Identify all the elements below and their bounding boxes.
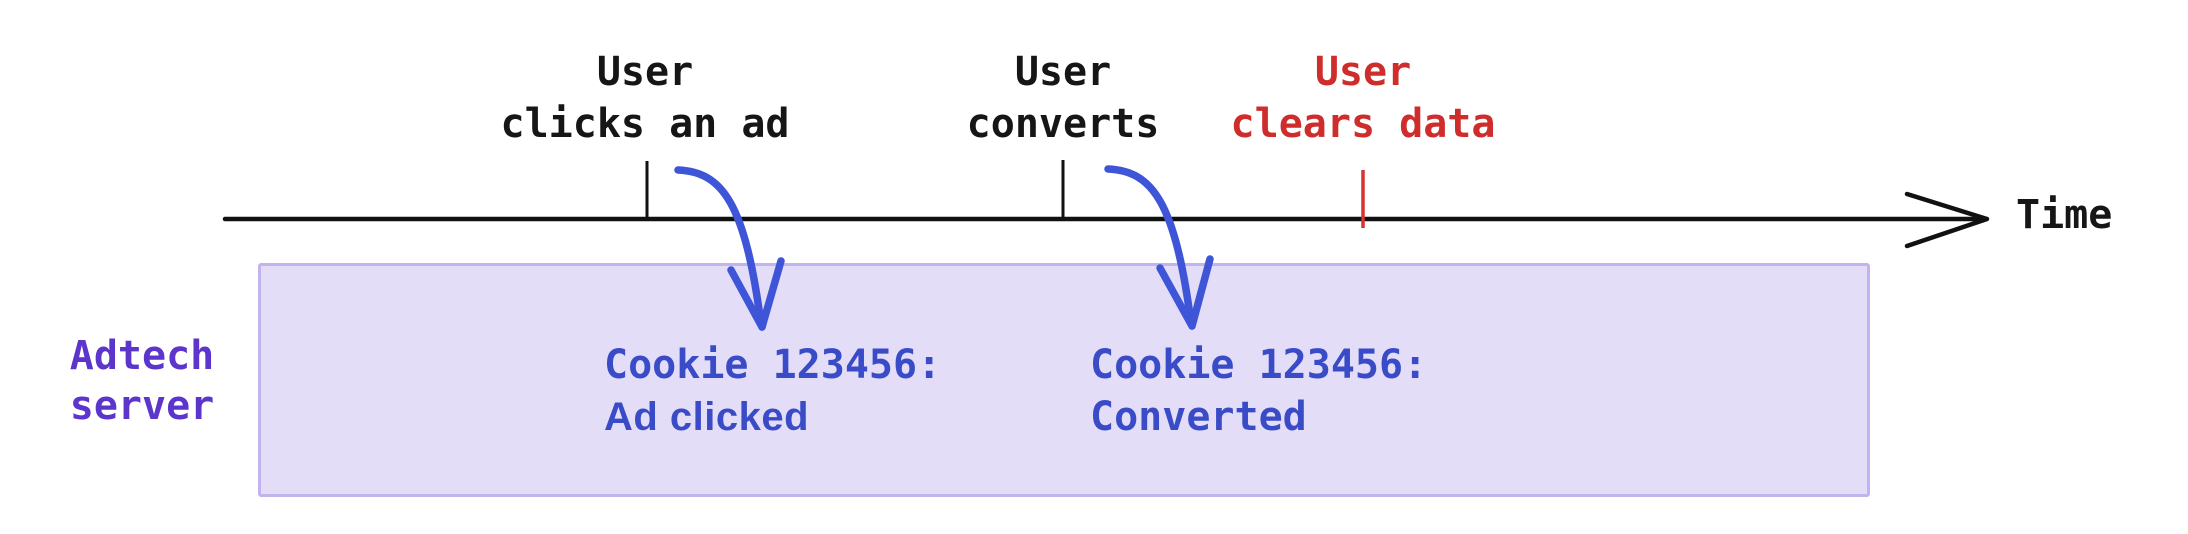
- cookie-record-line: Cookie 123456:: [604, 342, 942, 388]
- event-label-line: User: [596, 49, 694, 95]
- cookie-record-line: Ad clicked: [604, 395, 810, 439]
- cookie-record-ad-clicked: Cookie 123456: Ad clicked: [604, 339, 941, 443]
- cookie-record-converted: Cookie 123456: Converted: [1090, 339, 1427, 443]
- event-label-user-clears-data: User clears data: [1231, 46, 1496, 150]
- event-label-user-converts: User converts: [967, 46, 1160, 150]
- adtech-server-box: [258, 263, 1870, 497]
- curved-arrow-convert-to-cookie-icon: [1104, 165, 1214, 330]
- time-axis-label: Time: [2016, 192, 2113, 238]
- event-label-line: User: [1314, 49, 1412, 95]
- event-label-user-clicks-ad: User clicks an ad: [501, 46, 790, 150]
- time-axis-arrowhead-icon: [1904, 191, 1990, 249]
- server-label-line: server: [69, 383, 215, 429]
- cookie-record-line: Cookie 123456:: [1090, 342, 1428, 388]
- cookie-record-line: Converted: [1090, 394, 1307, 440]
- curved-arrow-click-to-cookie-icon: [674, 166, 785, 331]
- event-label-line: User: [1014, 49, 1112, 95]
- server-label-line: Adtech: [69, 333, 215, 379]
- event-label-line: clicks an ad: [500, 101, 790, 147]
- event-label-line: clears data: [1230, 101, 1496, 147]
- adtech-server-label: Adtech server: [31, 331, 253, 431]
- event-label-line: converts: [966, 101, 1160, 147]
